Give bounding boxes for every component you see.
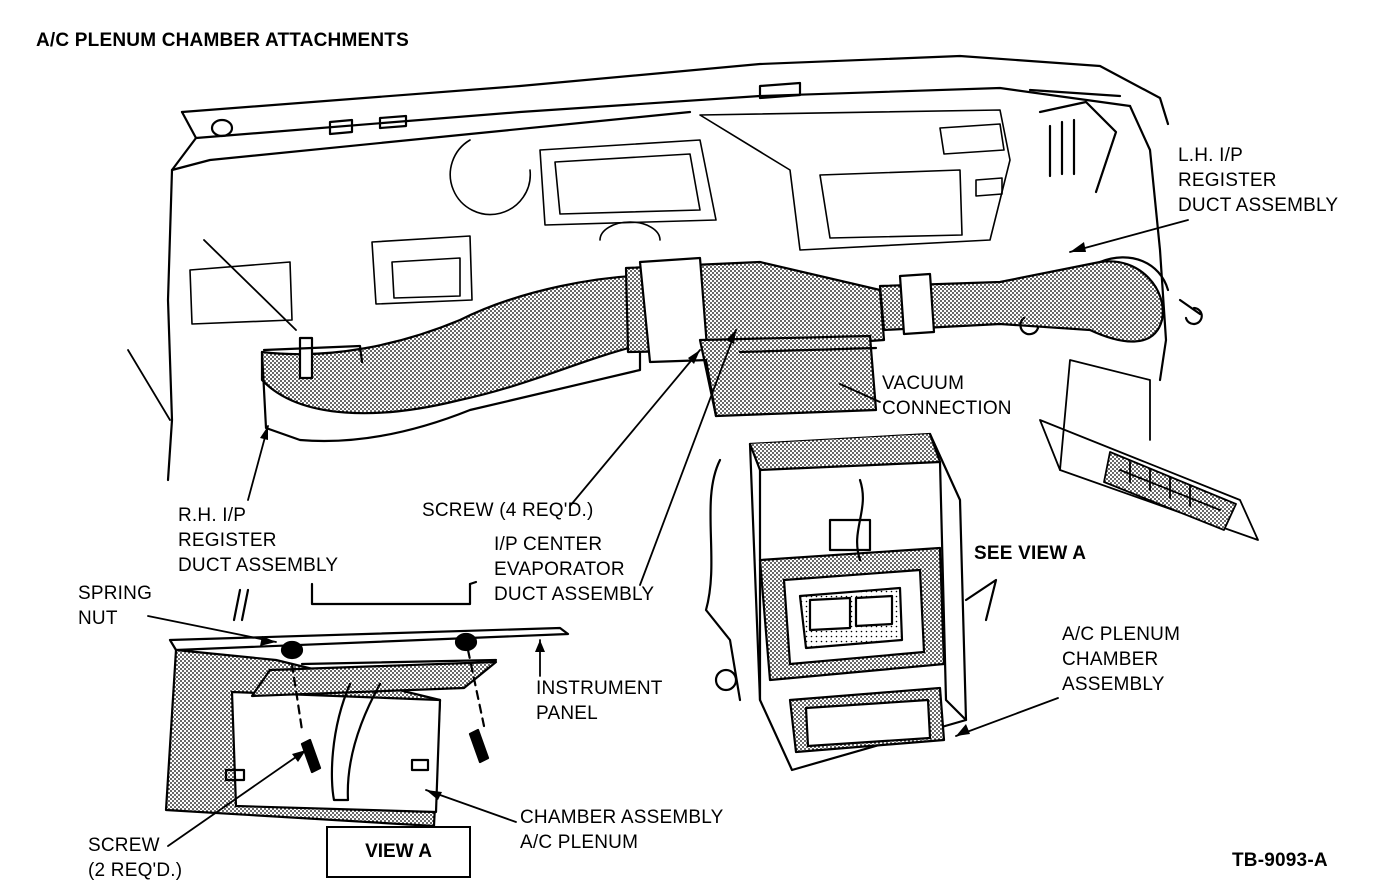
label-spring-nut: SPRING NUT <box>78 583 153 629</box>
instrument-panel-outline <box>166 54 1170 482</box>
label-lh-register-duct: L.H. I/P REGISTER DUCT ASSEMBLY <box>1178 145 1339 216</box>
dash-inner-structure <box>189 109 1011 325</box>
leader-lines <box>127 219 1189 847</box>
label-vacuum-connection: VACUUM CONNECTION <box>882 373 1012 419</box>
fuse-panel <box>1039 359 1259 541</box>
figure-id: TB-9093-A <box>1232 850 1328 871</box>
arrowheads <box>260 242 1086 800</box>
view-a-caption: VIEW A <box>326 826 471 878</box>
diagram-title: A/C PLENUM CHAMBER ATTACHMENTS <box>36 30 409 51</box>
label-screw-4: SCREW (4 REQ'D.) <box>422 500 594 521</box>
label-screw-2: SCREW (2 REQ'D.) <box>88 835 183 881</box>
view-a-detail <box>164 580 570 828</box>
label-see-view-a: SEE VIEW A <box>974 543 1087 564</box>
label-center-evaporator-duct: I/P CENTER EVAPORATOR DUCT ASSEMBLY <box>494 534 655 605</box>
lh-register-duct <box>878 256 1203 343</box>
label-rh-register-duct: R.H. I/P REGISTER DUCT ASSEMBLY <box>178 505 339 576</box>
label-plenum-chamber-assembly: A/C PLENUM CHAMBER ASSEMBLY <box>1062 624 1181 695</box>
label-chamber-assembly: CHAMBER ASSEMBLY A/C PLENUM <box>520 807 724 853</box>
center-evaporator-duct <box>624 256 886 418</box>
label-instrument-panel: INSTRUMENT PANEL <box>536 678 663 724</box>
plenum-chamber-assembly <box>704 432 998 772</box>
